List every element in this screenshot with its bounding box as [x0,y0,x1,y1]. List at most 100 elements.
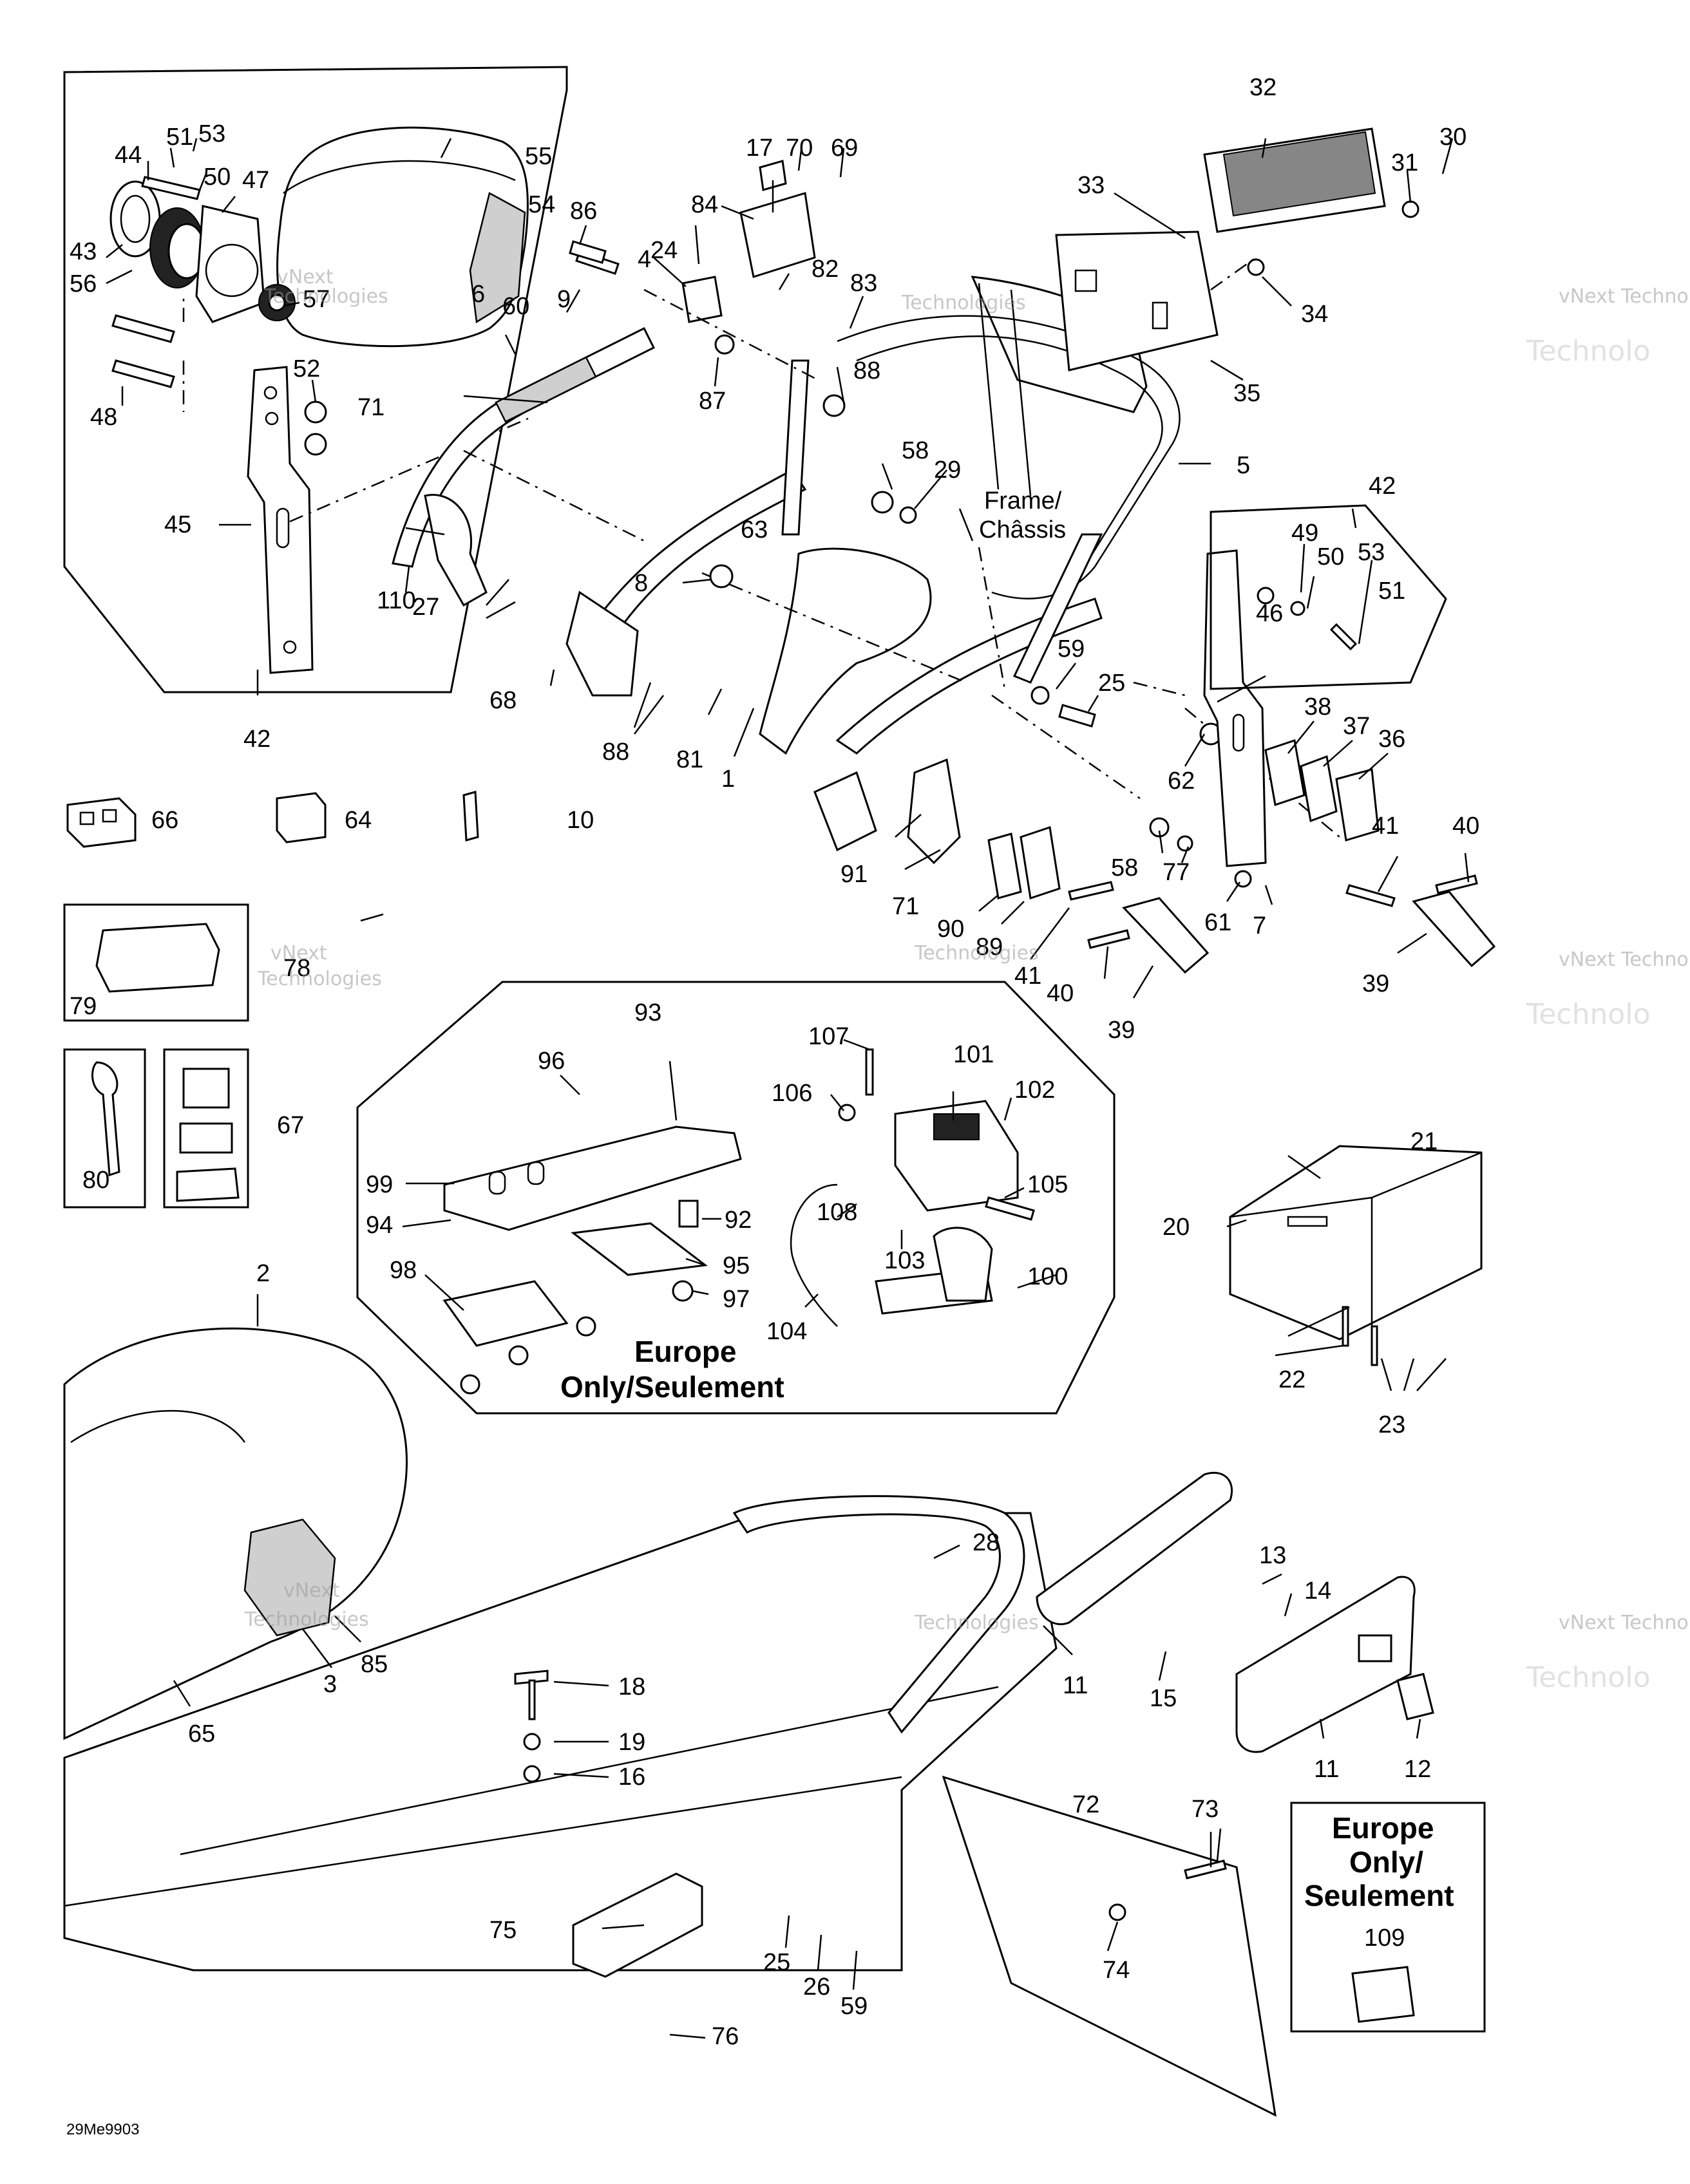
callout-label: 81 [676,746,703,773]
callout-label: 41 [1014,963,1041,990]
callout-label: 4 [638,246,651,273]
callout-label: 54 [528,191,555,218]
callout-label: 96 [538,1048,565,1075]
frame-label: Frame/ [984,487,1062,514]
callout-label: 89 [976,934,1003,961]
callout-label: 84 [691,191,718,218]
callout-label: 16 [618,1764,645,1791]
watermark-text: vNext [277,266,334,288]
watermark-text: Technologies [263,285,388,308]
callout-label: 87 [699,388,726,415]
callout-label: 42 [243,726,271,753]
callout-label: 34 [1301,301,1328,328]
callout-label: 3 [323,1671,337,1698]
callout-label: 36 [1378,726,1405,753]
callout-label: 37 [1343,713,1370,740]
watermark-text: Technologies [914,1612,1039,1634]
callout-label: 49 [1291,520,1318,547]
watermarks: vNext Technologies Technologies vNext Te… [244,266,1689,1694]
callout-label: 58 [1111,854,1138,881]
callout-label: 74 [1103,1957,1130,1984]
callout-label: 38 [1304,693,1331,720]
callout-label: 105 [1027,1171,1068,1198]
callout-label: 9 [557,286,571,313]
callout-label: 85 [361,1651,388,1678]
callout-label: 55 [525,143,552,170]
callout-label: 42 [1369,473,1396,500]
callout-label: 94 [366,1212,393,1239]
watermark-text: Technolo [1526,335,1651,368]
callout-label: 107 [808,1023,849,1050]
callout-label: 5 [1237,452,1250,479]
callout-label: 24 [650,237,678,264]
callout-label: 76 [712,2023,739,2050]
callout-label: 19 [618,1729,645,1756]
callout-label: 10 [567,807,594,834]
callout-label: 64 [345,807,372,834]
callout-label: 77 [1163,859,1190,886]
callout-label: 40 [1452,813,1479,840]
diagram-code: 29Me9903 [66,2121,139,2138]
callout-label: 65 [188,1720,215,1747]
callout-label: 26 [803,1973,830,2000]
watermark-text: Technolo [1526,998,1651,1031]
callout-label: 82 [812,256,839,283]
callout-label: 43 [70,238,97,265]
rear-rack-assembly [392,127,1496,974]
callout-label: 70 [786,135,813,162]
backrest-cushion [276,126,529,348]
callout-label: 62 [1168,767,1195,795]
callout-label: 103 [884,1247,925,1274]
callout-label: 25 [763,1949,790,1976]
callout-label: 40 [1047,980,1074,1007]
callout-label: 67 [277,1112,304,1139]
callout-label: 88 [602,739,629,766]
callout-label: 2 [256,1260,270,1287]
europe-only-label: Only/ [1349,1845,1423,1879]
callout-label: 33 [1078,172,1105,199]
europe-only-label: Europe [1332,1811,1434,1845]
callout-label: 11 [1063,1672,1088,1699]
lower-body-assembly [63,1145,1486,2117]
callout-label: 72 [1072,1791,1099,1818]
callout-label: 6 [471,281,485,308]
callout-label: 51 [1378,578,1405,605]
callout-label: 13 [1259,1542,1286,1569]
callout-label: 100 [1027,1263,1068,1290]
watermark-text: Technolo [1526,1661,1651,1694]
callout-label: 92 [725,1207,752,1234]
callout-label: 14 [1304,1577,1331,1605]
callout-label: 22 [1278,1366,1305,1393]
callout-label: 95 [723,1252,750,1279]
callout-label: 53 [198,120,225,147]
callout-label: 46 [1256,600,1283,627]
callout-numbers: 51 53 44 50 47 43 56 57 55 54 52 48 45 4… [66,74,1479,2138]
callout-label: 59 [1058,635,1085,663]
callout-label: 98 [390,1257,417,1284]
callout-label: 83 [850,270,877,297]
callout-label: 7 [1253,912,1266,939]
callout-label: 29 [934,457,961,484]
watermark-text: vNext Techno [1559,1612,1689,1634]
callout-label: 56 [70,270,97,297]
callout-label: 108 [817,1199,857,1226]
callout-label: 80 [82,1167,109,1194]
callout-label: 1 [721,766,735,793]
callout-label: 102 [1014,1077,1055,1104]
right-bracket-inset [1210,504,1447,690]
callout-label: 71 [892,893,919,920]
callout-label: 63 [741,516,768,543]
callout-label: 79 [70,993,97,1020]
backrest-inset [63,66,568,693]
callout-label: 59 [840,1993,868,2020]
callout-label: 71 [357,394,385,421]
callout-label: 90 [937,916,964,943]
watermark-text: Technologies [257,968,382,990]
europe-only-label: Seulement [1304,1879,1454,1912]
callout-label: 88 [853,357,880,384]
callout-label: 109 [1364,1925,1405,1952]
callout-label: 12 [1404,1756,1431,1783]
callout-label: 31 [1391,149,1418,176]
callout-label: 32 [1249,74,1277,101]
